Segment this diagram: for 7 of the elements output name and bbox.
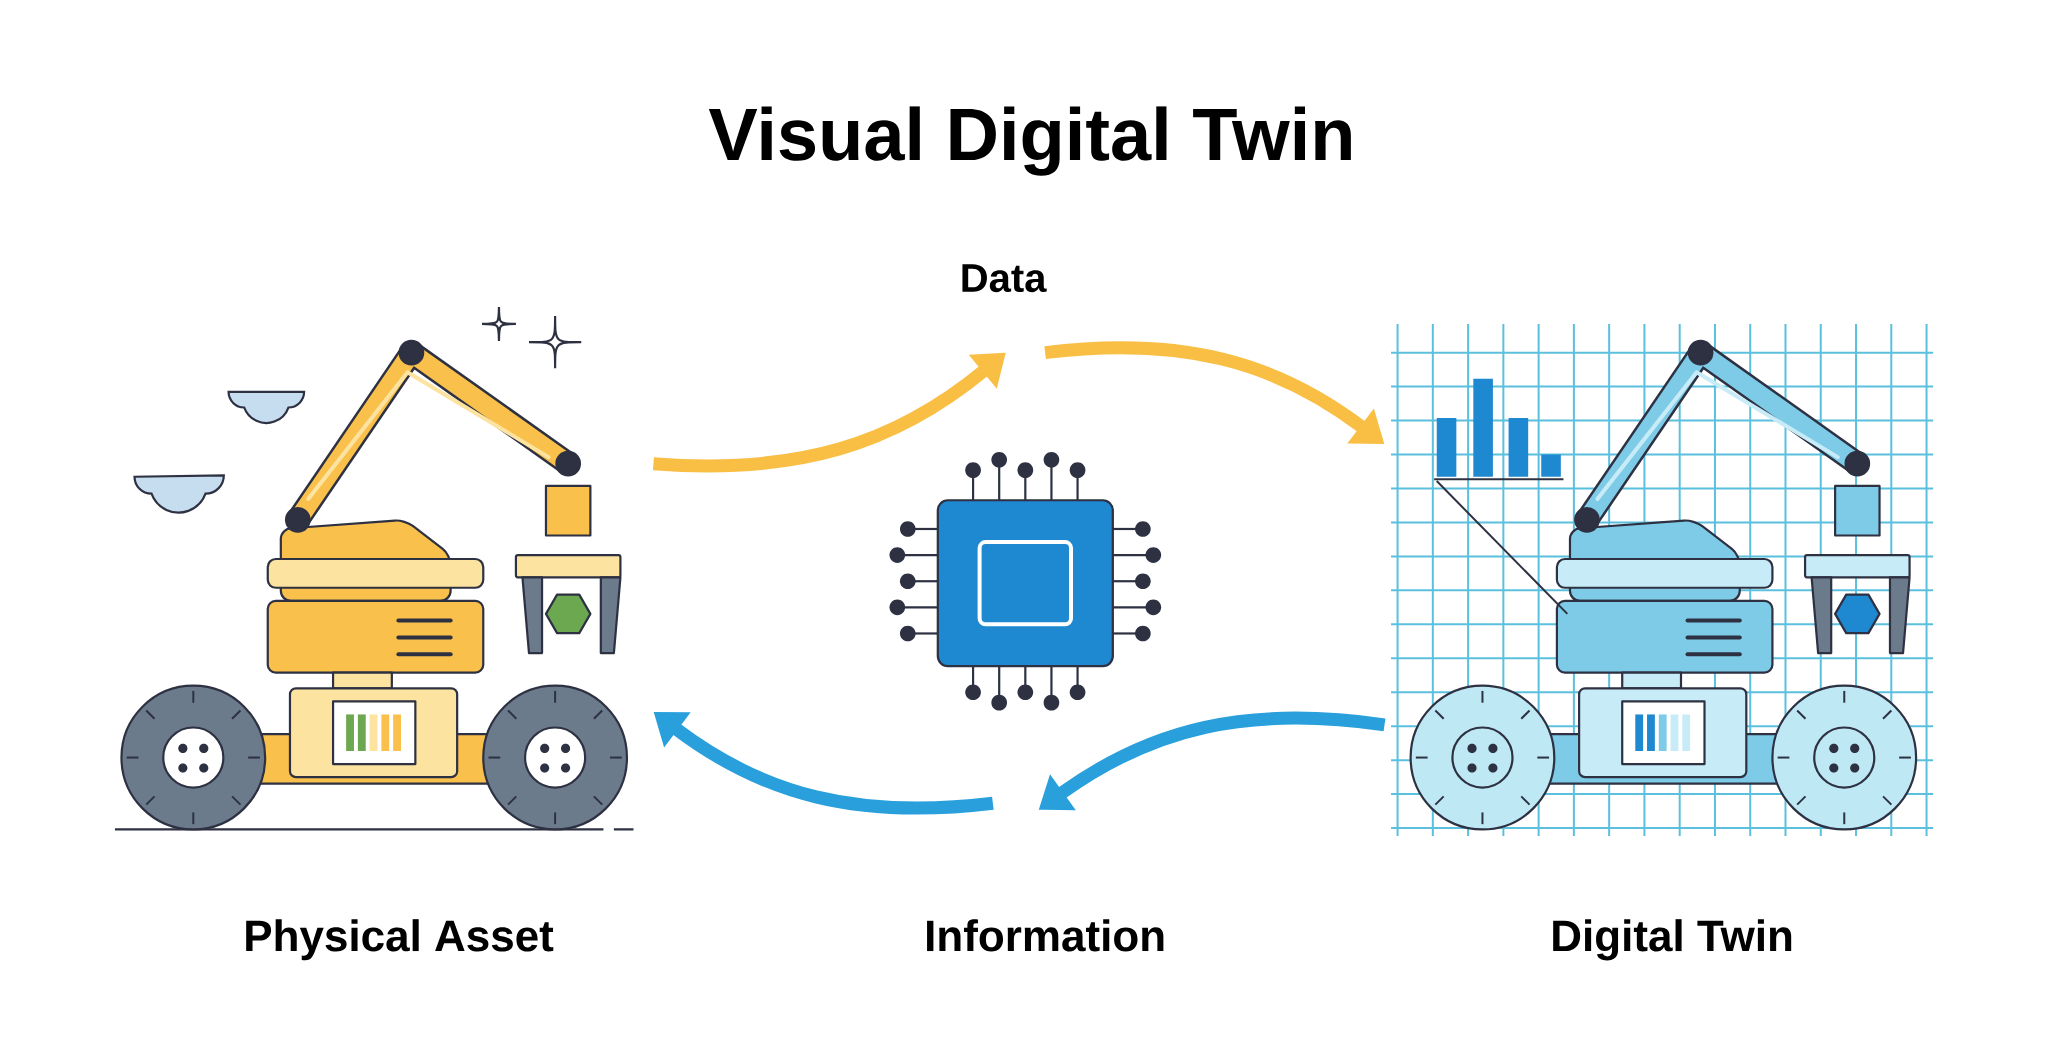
leader-line [1435,480,1569,615]
bar-chart-icon [1433,378,1565,481]
title: Visual Digital Twin [708,106,1351,176]
panel-label: Information [927,919,1164,952]
panel-label: Physical Asset [246,919,554,961]
panel-label: Digital Twin [1553,919,1792,961]
flow-label: Data [962,264,1047,293]
